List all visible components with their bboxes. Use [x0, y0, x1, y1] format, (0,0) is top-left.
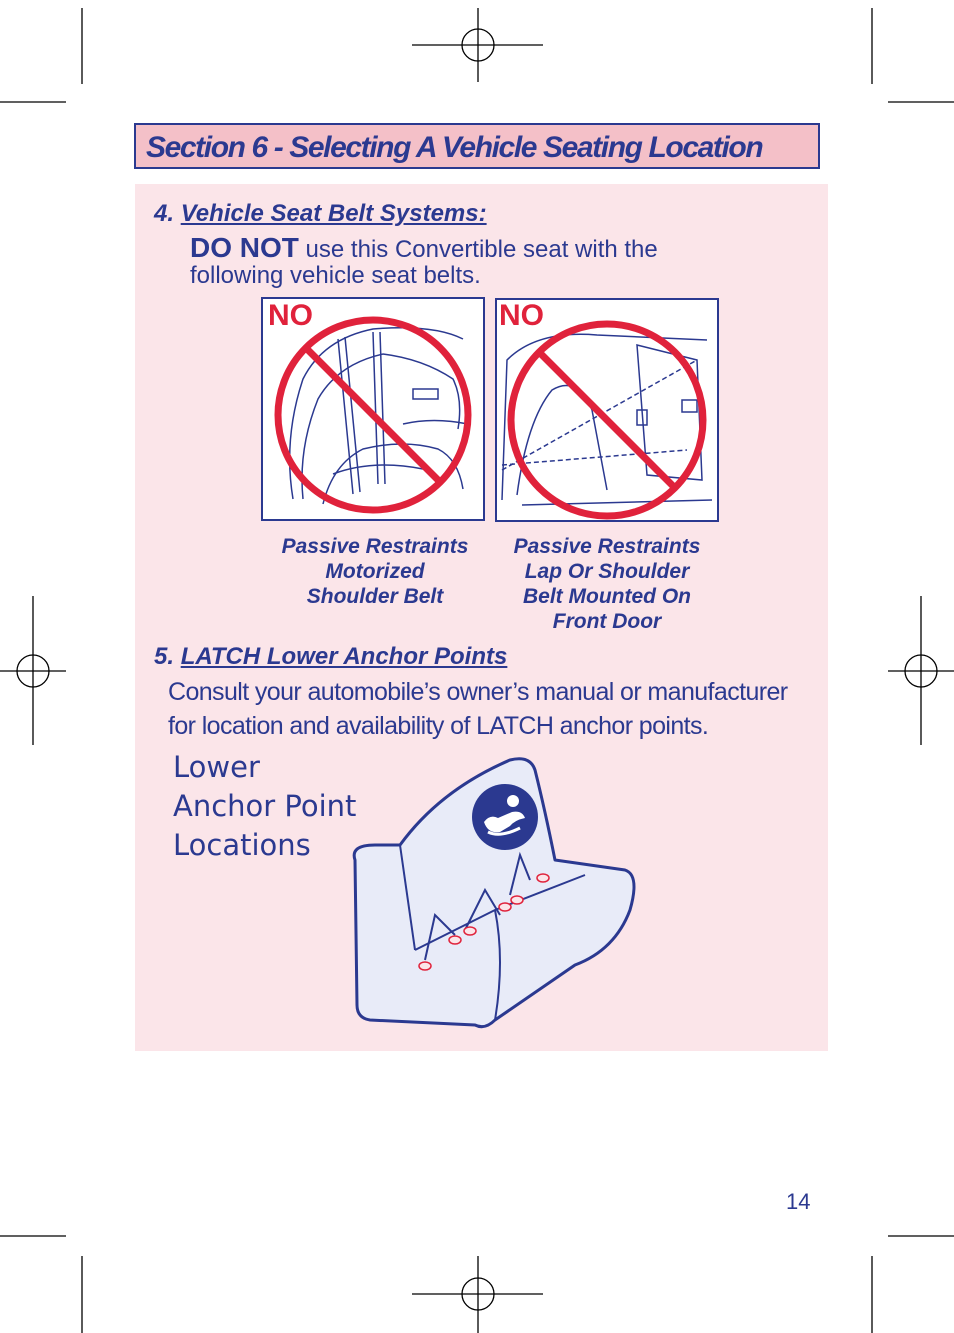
motorized-belt-illustration — [261, 297, 485, 521]
no-label-2: NO — [499, 299, 544, 332]
prohibition-icon — [274, 316, 472, 514]
item4-line2: following vehicle seat belts. — [190, 262, 481, 289]
prohibition-icon — [507, 320, 707, 520]
caption-door-mounted: Passive Restraints Lap Or Shoulder Belt … — [513, 535, 701, 633]
item5-number: 5. — [154, 643, 175, 670]
page-number: 14 — [786, 1189, 811, 1214]
item4-number: 4. — [154, 200, 175, 227]
item4-line1-rest: use this Convertible seat with the — [298, 236, 658, 263]
item4-line1: DO NOT use this Convertible seat with th… — [190, 232, 658, 264]
item5-line2: for location and availability of LATCH a… — [168, 712, 709, 740]
caption-motorized: Passive Restraints Motorized Shoulder Be… — [281, 535, 469, 608]
item5-heading-text: LATCH Lower Anchor Points — [180, 643, 508, 670]
item4-heading: 4. Vehicle Seat Belt Systems: — [154, 200, 487, 228]
bench-seat-illustration — [352, 757, 636, 1029]
no-label-1: NO — [268, 299, 313, 332]
motorized-belt-drawing — [288, 327, 469, 505]
section-header: Section 6 - Selecting A Vehicle Seating … — [134, 123, 820, 169]
latch-symbol-icon — [472, 784, 538, 850]
item5-line1: Consult your automobile’s owner’s manual… — [168, 678, 788, 706]
locations-label: Locations — [173, 828, 311, 862]
section-title: Section 6 - Selecting A Vehicle Seating … — [146, 131, 764, 164]
anchor-point-label: Anchor Point — [173, 789, 357, 823]
item5-heading: 5. LATCH Lower Anchor Points — [154, 643, 507, 671]
lower-label: Lower — [173, 750, 260, 784]
item4-heading-text: Vehicle Seat Belt Systems: — [180, 200, 487, 227]
do-not-emphasis: DO NOT — [190, 232, 299, 263]
